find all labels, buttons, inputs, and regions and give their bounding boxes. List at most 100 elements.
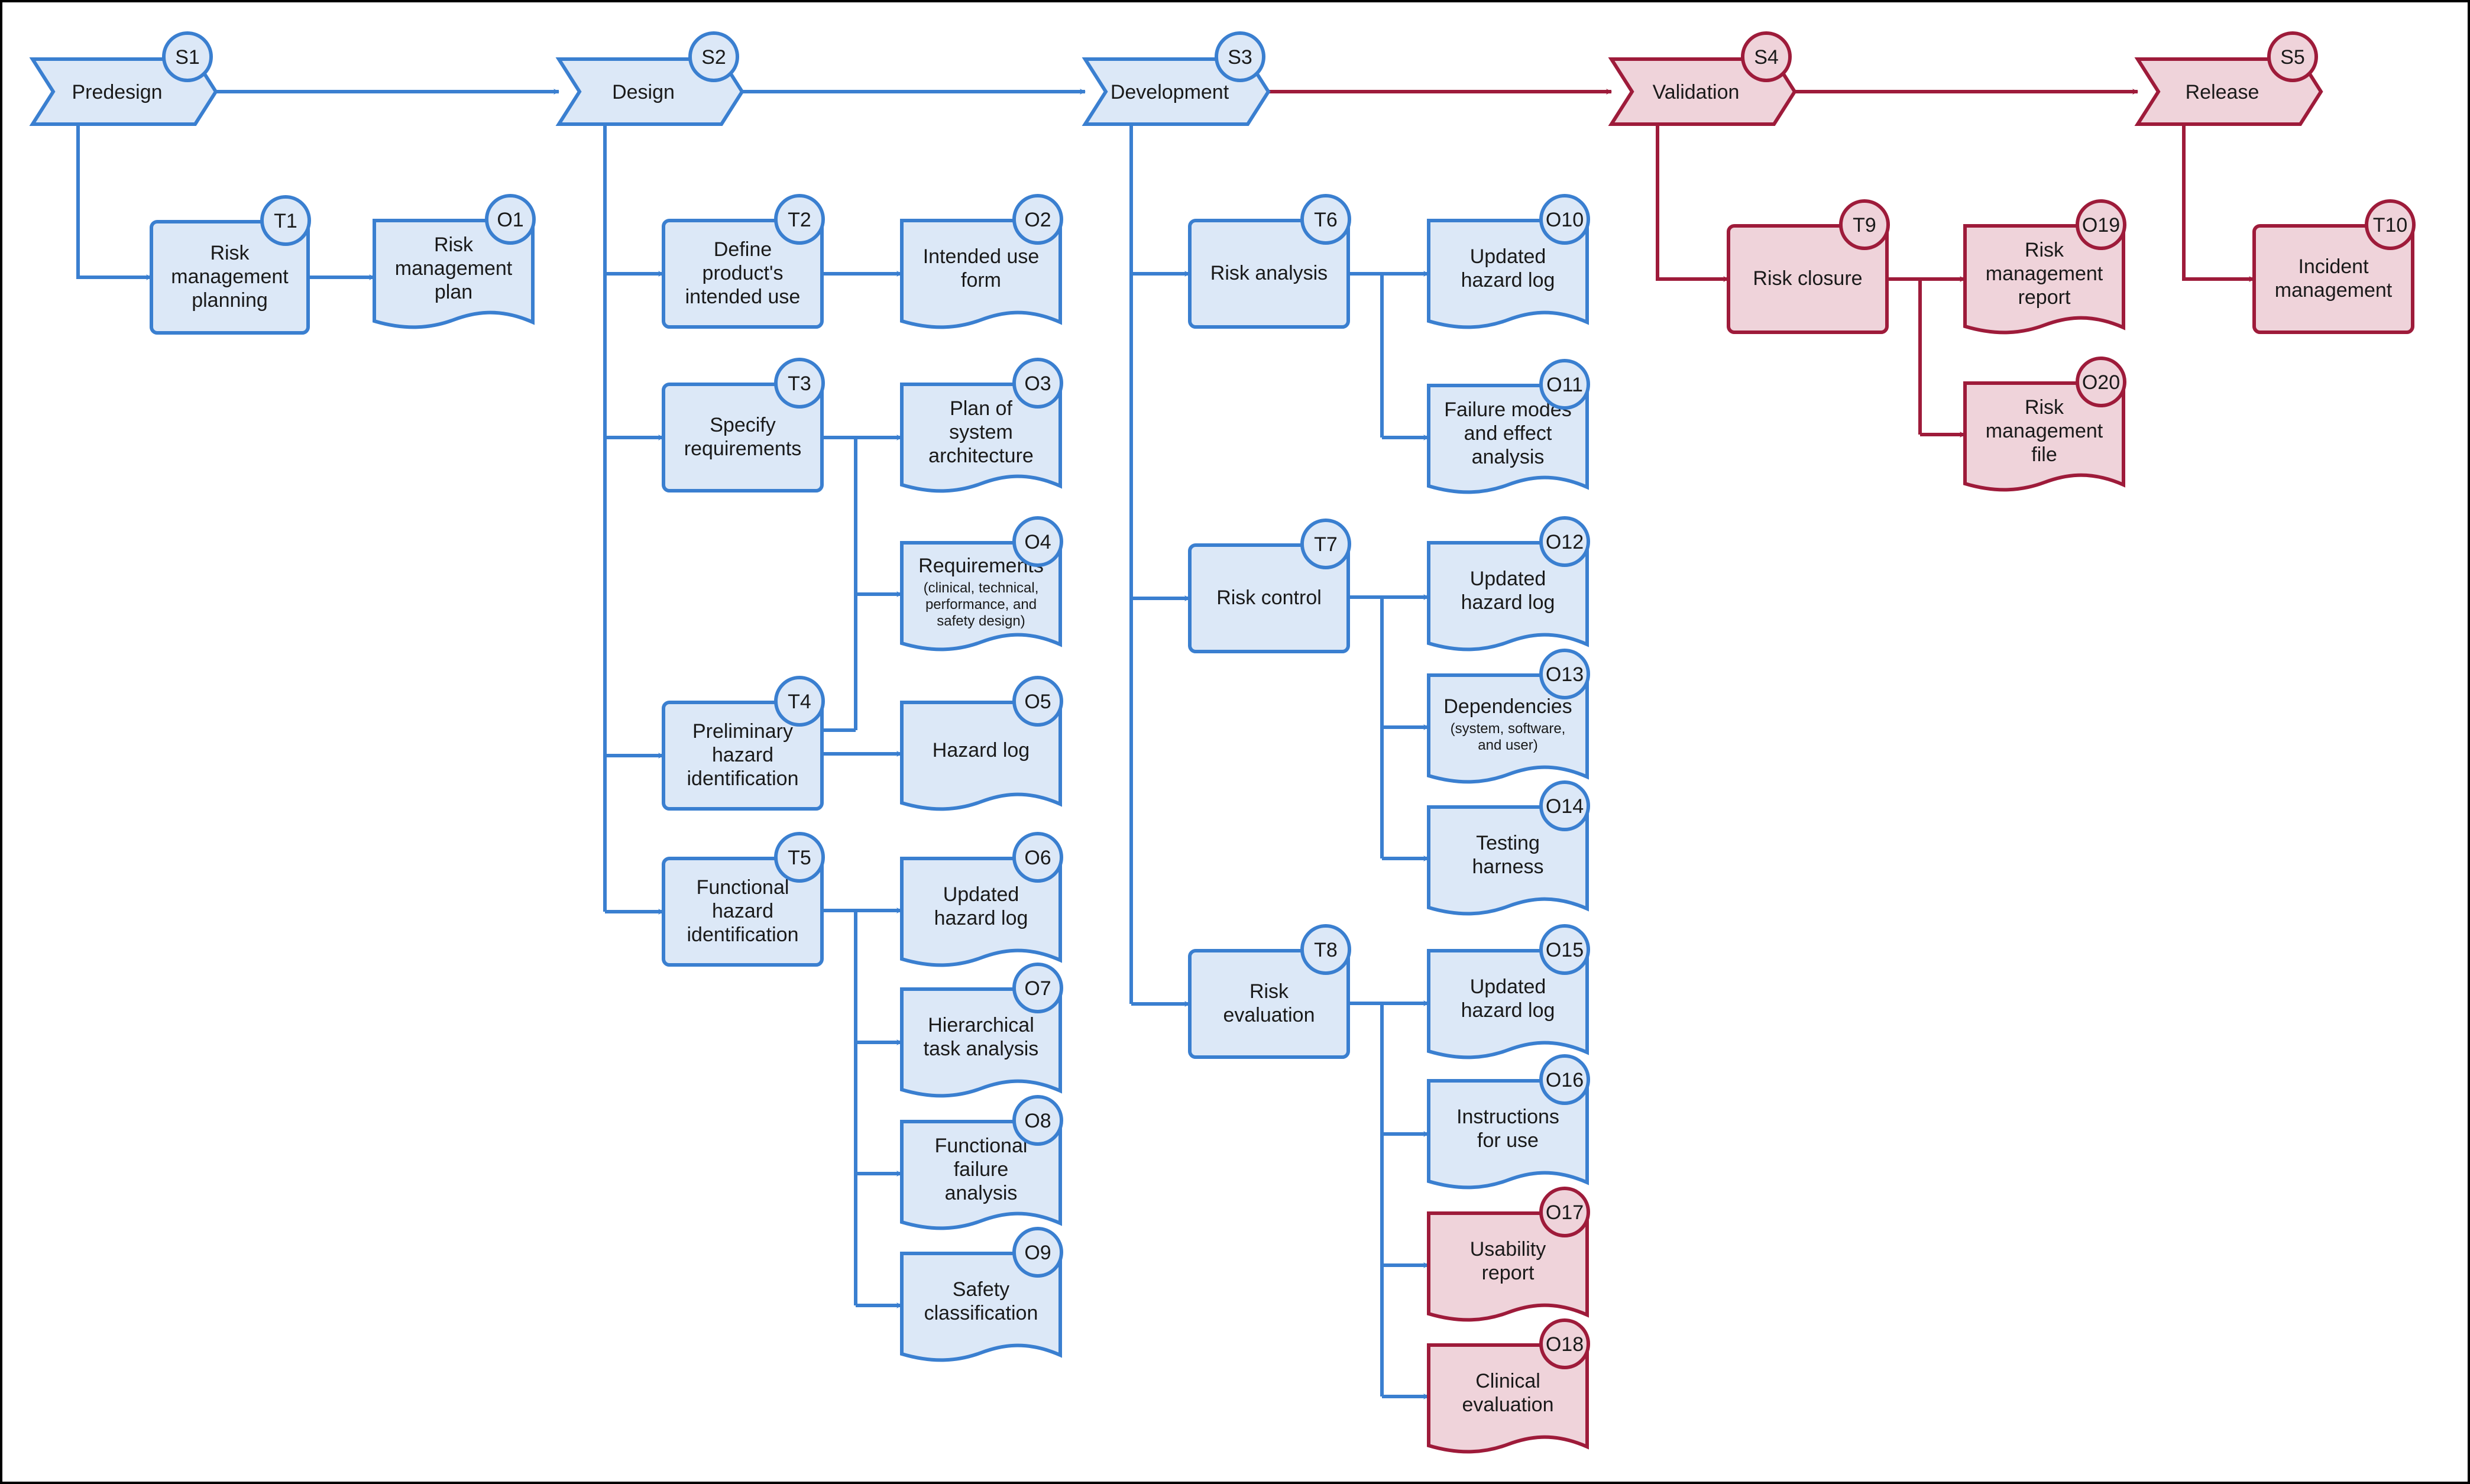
badge-circle [2076, 357, 2126, 407]
badge-circle [1741, 31, 1792, 82]
badge-circle [1539, 1318, 1590, 1369]
badge-label: S4 [1754, 46, 1779, 69]
badge-circle [1539, 1187, 1590, 1237]
task-box [1727, 224, 1889, 334]
node-label-line: and effect [1464, 422, 1552, 445]
node-label-line: Risk analysis [1210, 262, 1328, 284]
stage-s3: Development S3 [1082, 31, 1271, 126]
badge-label: O1 [497, 209, 523, 231]
node-label-line: Intended use [923, 245, 1040, 268]
output-document [1963, 224, 2125, 335]
node-label-line: Updated [943, 883, 1019, 906]
badge-label: T3 [788, 372, 811, 395]
node-label-line: intended use [685, 286, 801, 308]
node-label-line: Risk [2025, 396, 2064, 419]
node-label-line: classification [924, 1302, 1038, 1324]
output-document [1427, 1079, 1589, 1190]
badge-circle [1300, 194, 1351, 245]
output-document [900, 701, 1062, 811]
node-label-line: Safety [953, 1278, 1009, 1301]
badge-circle [1539, 780, 1590, 831]
node-label-line: management [1986, 420, 2103, 442]
node-label-line: Updated [1470, 976, 1546, 998]
badge-circle [1012, 676, 1063, 727]
stage-label: Development [1111, 81, 1229, 103]
badge-label: T2 [788, 209, 811, 231]
badge-label: S2 [701, 46, 726, 69]
node-label-line: evaluation [1462, 1394, 1553, 1416]
node-label-line: Updated [1470, 245, 1546, 268]
badge-circle [1300, 519, 1351, 569]
badge-label: O12 [1546, 531, 1584, 553]
node-label-line: Risk control [1216, 587, 1322, 609]
task-box [1188, 543, 1350, 653]
connector-s5-t10 [2182, 124, 2255, 282]
node-label-line: Plan of [950, 397, 1012, 420]
output-document [1427, 805, 1589, 916]
task-box [1188, 219, 1350, 329]
output-document [1963, 381, 2125, 492]
badge-label: O2 [1024, 209, 1051, 231]
node-label-line: Define [714, 238, 772, 261]
node-label-line: management [1986, 263, 2103, 285]
connector-lines [76, 89, 2255, 1399]
node-label-line: identification [687, 924, 798, 946]
badge-circle [1012, 194, 1063, 245]
node-label-line: plan [435, 281, 472, 303]
badge-circle [774, 832, 825, 883]
task-box [2252, 224, 2414, 334]
badge-label: O7 [1024, 977, 1051, 1000]
badge-circle [2365, 199, 2416, 250]
node-label-line: Instructions [1456, 1106, 1559, 1128]
badge-label: S5 [2280, 46, 2305, 69]
node-note-line: safety design) [937, 613, 1025, 629]
output-document [1427, 1211, 1589, 1322]
output-document [1427, 541, 1589, 652]
stage-s2: Design S2 [555, 31, 744, 126]
node-label-line: report [2018, 286, 2071, 309]
output-document [900, 987, 1062, 1098]
badge-circle [774, 194, 825, 245]
output-document [900, 857, 1062, 967]
badge-circle [1539, 924, 1590, 975]
node-label-line: hazard log [934, 907, 1028, 929]
node-label-line: Preliminary [692, 720, 793, 743]
node-label-line: file [2031, 443, 2057, 466]
node-label-line: Incident [2298, 255, 2369, 278]
stage-label: Design [612, 81, 675, 103]
node-label-line: failure [954, 1158, 1009, 1181]
node-label-line: architecture [928, 445, 1034, 467]
node-label-line: Risk [434, 234, 474, 256]
badge-label: O16 [1546, 1069, 1584, 1091]
output-document [900, 1120, 1062, 1230]
node-label-line: identification [687, 767, 798, 790]
task-box [1188, 949, 1350, 1059]
badge-label: T4 [788, 691, 811, 713]
badge-label: S3 [1228, 46, 1252, 69]
badge-label: O3 [1024, 372, 1051, 395]
node-label-line: Testing [1476, 832, 1540, 854]
node-label-line: management [171, 265, 289, 288]
badge-label: S1 [175, 46, 200, 69]
connector-s4-t9 [1656, 124, 1729, 282]
badge-label: O19 [2082, 214, 2120, 236]
badge-circle [774, 676, 825, 727]
task-box [662, 701, 824, 811]
